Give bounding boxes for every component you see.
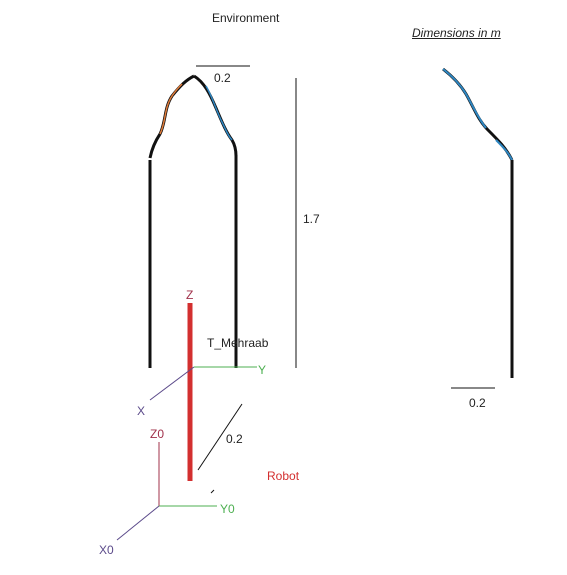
arch-side-view <box>442 67 514 389</box>
base-x-label: X0 <box>99 543 114 557</box>
base-x-axis <box>116 505 160 541</box>
arch-right-curve <box>193 74 238 157</box>
top-width-label: 0.2 <box>214 71 231 85</box>
side-profile-curve-highlight <box>442 68 487 129</box>
base-y-label: Y0 <box>220 502 235 516</box>
base-z-label: Z0 <box>150 427 165 441</box>
arch-front-view <box>148 74 238 368</box>
frame-y-label: Y <box>258 363 267 377</box>
base-frame <box>116 442 217 541</box>
robot-label: Robot <box>267 469 300 483</box>
environment-title: Environment <box>212 11 280 25</box>
arch-right-curve-highlight <box>205 85 233 141</box>
frame-name-label: T_Mehraab <box>207 336 269 350</box>
offset-tick <box>210 489 215 494</box>
mehraab-x-axis <box>149 366 195 401</box>
dimensions-note: Dimensions in m <box>412 26 501 40</box>
frame-x-label: X <box>137 404 146 418</box>
offset-label: 0.2 <box>226 432 243 446</box>
offset-dimension-line <box>197 403 243 471</box>
right-width-label: 0.2 <box>469 396 486 410</box>
height-label: 1.7 <box>303 212 320 226</box>
side-profile-curve-highlight-lower <box>495 139 513 161</box>
mehraab-frame <box>149 366 257 401</box>
arch-left-curve-highlight <box>159 83 183 135</box>
arch-left-curve <box>148 74 195 159</box>
frame-z-label: Z <box>186 288 194 302</box>
